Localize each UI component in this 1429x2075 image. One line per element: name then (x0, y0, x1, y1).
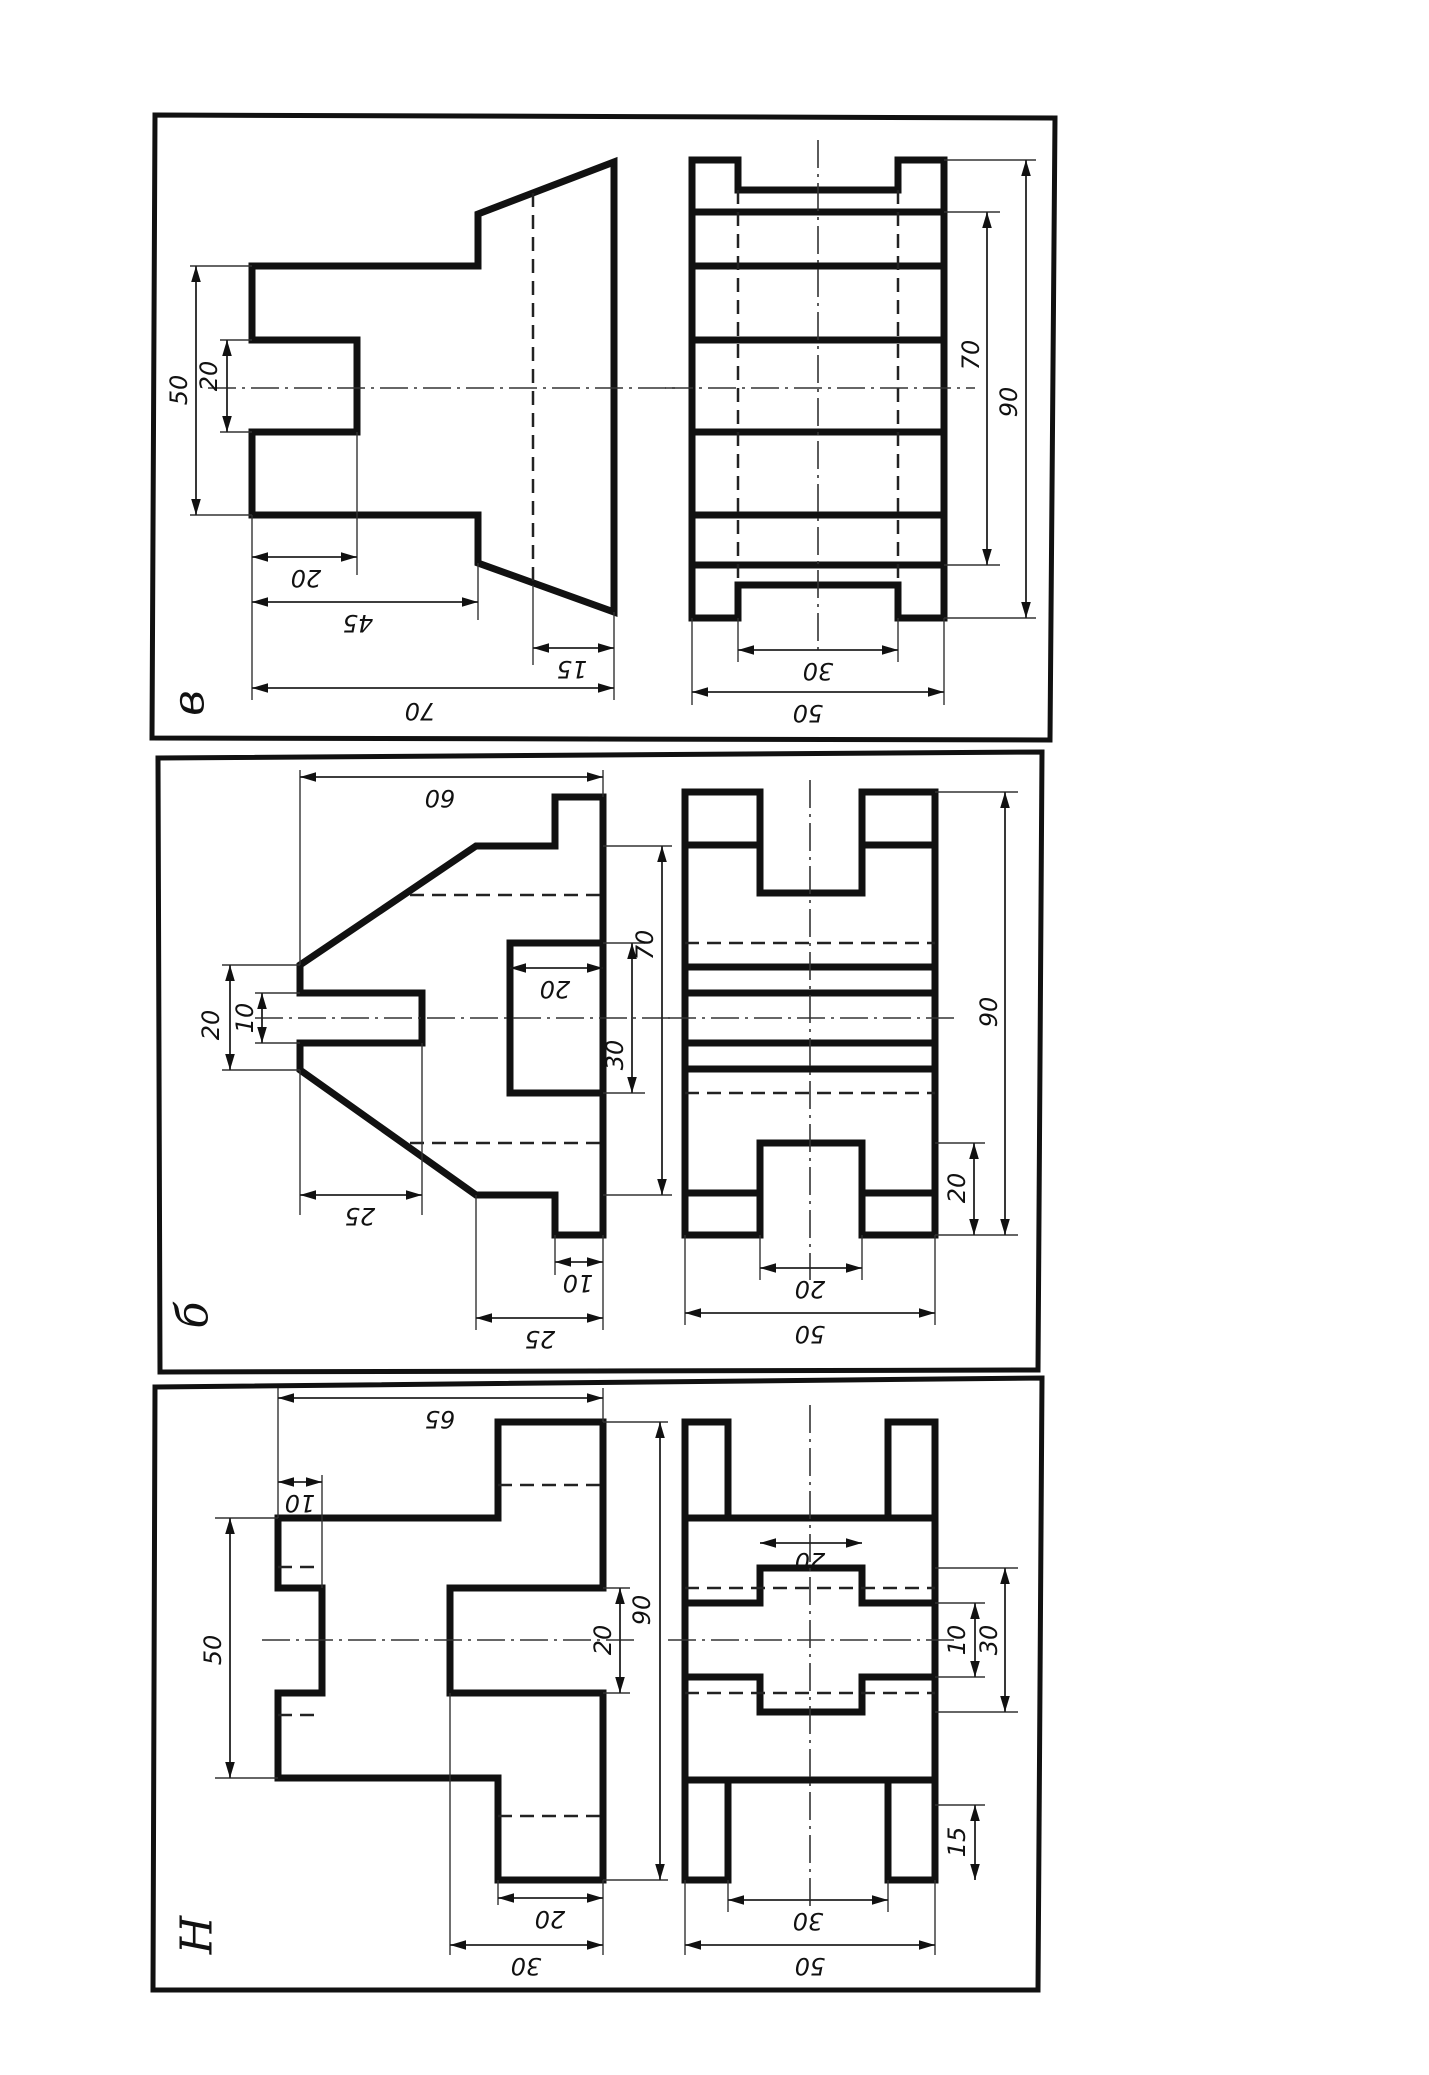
dim-20-bottom: 20 (535, 1905, 566, 1933)
dim-20-mid: 20 (589, 1625, 617, 1656)
dim-20-notch: 20 (540, 975, 571, 1003)
dim-20-right-top: 20 (795, 1547, 826, 1575)
dim-15-right: 15 (943, 1827, 971, 1858)
panel-b-front-view (668, 780, 960, 1280)
dim-10-left: 10 (231, 1003, 259, 1034)
panel-v-frame (149, 112, 1058, 743)
panel-b-dimensions: 60 20 10 20 30 70 25 (197, 770, 1018, 1353)
dim-70: 70 (405, 697, 436, 725)
dim-20-left: 20 (197, 1010, 225, 1041)
dim-30-lower: 30 (793, 1907, 824, 1935)
cross-lower (685, 1673, 935, 1716)
panel-b-side-view (255, 793, 675, 1239)
dim-10-top: 10 (285, 1489, 316, 1517)
panel-n-dimensions: 65 10 50 20 90 20 30 20 (199, 1388, 1018, 1980)
dim-70-right: 70 (957, 340, 985, 371)
panel-v-letter: в (164, 690, 215, 716)
panel-b: 60 20 10 20 30 70 25 (155, 749, 1045, 1375)
dim-50-bottom: 50 (795, 1320, 826, 1348)
dim-10-bottom: 10 (563, 1269, 594, 1297)
panel-n-front-view (668, 1405, 960, 1910)
panel-n: 65 10 50 20 90 20 30 20 (150, 1375, 1045, 1993)
dim-90: 90 (975, 997, 1003, 1028)
side-view-outline (248, 156, 618, 617)
panel-v-front-view (665, 140, 975, 650)
dim-50-lower: 50 (795, 1952, 826, 1980)
dim-50: 50 (165, 375, 193, 406)
dim-30-bottom: 30 (511, 1952, 542, 1980)
dim-90: 90 (995, 387, 1023, 418)
dim-20-slot: 20 (195, 361, 223, 392)
dim-70: 70 (631, 930, 659, 961)
dim-20-right: 20 (943, 1173, 971, 1204)
dim-20-bottom: 20 (795, 1275, 826, 1303)
dim-30: 30 (803, 657, 834, 685)
panel-n-frame (150, 1375, 1045, 1993)
panel-v-dimensions: 50 20 20 45 15 70 70 90 (165, 159, 1036, 727)
side-view-outline (296, 793, 607, 1239)
dim-15: 15 (557, 655, 588, 683)
dim-30: 30 (601, 1040, 629, 1071)
side-view-notch (506, 939, 603, 1097)
dim-10-right: 10 (943, 1625, 971, 1656)
dim-30-right: 30 (975, 1625, 1003, 1656)
panel-b-frame (155, 749, 1045, 1375)
dim-60: 60 (425, 784, 456, 812)
dim-25: 25 (345, 1202, 376, 1230)
side-view-outline (274, 1418, 607, 1884)
dim-50-bottom: 50 (793, 699, 824, 727)
panel-v: 50 20 20 45 15 70 70 90 (149, 112, 1058, 743)
dim-25-lower: 25 (525, 1325, 556, 1353)
dim-45: 45 (343, 609, 374, 637)
panel-v-side-view (208, 156, 680, 617)
dim-90: 90 (628, 1595, 656, 1626)
cross-upper (685, 1564, 935, 1607)
dim-65: 65 (425, 1405, 456, 1433)
panel-n-side-view (262, 1418, 640, 1884)
dim-50: 50 (199, 1635, 227, 1666)
dim-20: 20 (291, 564, 322, 592)
panel-b-letter: б (168, 1301, 219, 1328)
panel-n-letter: Н (172, 1914, 223, 1955)
